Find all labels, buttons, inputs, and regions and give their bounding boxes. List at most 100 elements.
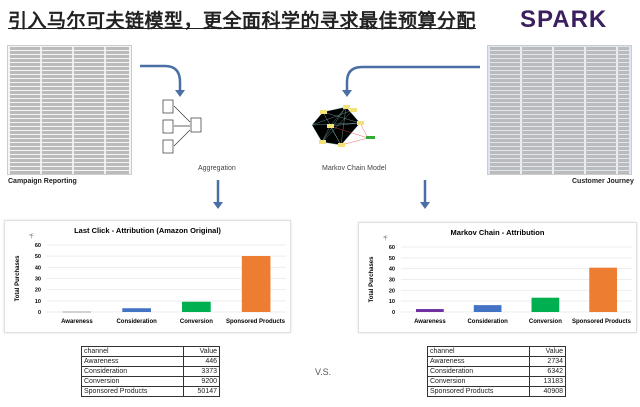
value-cell: 446 (182, 356, 221, 367)
y-tick-label: 30 (35, 277, 41, 283)
value-cell: 40908 (528, 386, 567, 397)
sheet-row (10, 167, 129, 170)
sheet-row (10, 75, 129, 78)
sheet-row (490, 155, 629, 158)
sheet-row (490, 159, 629, 162)
sheet-row (10, 103, 129, 106)
arrow-to-aggregation (140, 64, 182, 90)
x-tick-label: Awareness (414, 319, 446, 325)
y-tick-label: 20 (389, 288, 395, 294)
sheet-row (10, 47, 129, 50)
sheet-row (10, 87, 129, 90)
sheet-row (490, 127, 629, 130)
channel-cell: channel (81, 346, 184, 357)
y-tick-label: 30 (389, 278, 395, 284)
channel-cell: Awareness (427, 356, 530, 367)
y-axis-label: Total Purchases (15, 255, 21, 302)
bar-consideration (122, 308, 151, 312)
sheet-row (10, 155, 129, 158)
chart-title: Markov Chain - Attribution (451, 228, 545, 237)
slide-title: 引入马尔可夫链模型，更全面科学的寻求最佳预算分配 (8, 10, 477, 32)
sheet-row (490, 119, 629, 122)
sheet-row (490, 83, 629, 86)
sheet-row (490, 115, 629, 118)
value-cell: 6342 (528, 366, 567, 377)
value-cell: Value (528, 346, 567, 357)
sheet-row (490, 87, 629, 90)
sheet-row (490, 111, 629, 114)
sheet-row (490, 107, 629, 110)
sheet-row (10, 123, 129, 126)
sheet-row (490, 103, 629, 106)
y-axis-unit: 千 (383, 235, 388, 242)
sheet-row (490, 135, 629, 138)
vs-label: V.S. (315, 367, 332, 377)
value-cell: Value (182, 346, 221, 357)
sheet-row (10, 127, 129, 130)
sheet-row (10, 115, 129, 118)
sheet-row (490, 99, 629, 102)
sheet-row (490, 95, 629, 98)
x-tick-label: Consideration (467, 319, 508, 325)
value-cell: 50147 (182, 386, 221, 397)
customer-journey-thumbnail (487, 45, 632, 175)
chart-title: Last Click - Attribution (Amazon Origina… (74, 226, 221, 235)
sheet-row (10, 71, 129, 74)
sheet-row (490, 75, 629, 78)
y-tick-label: 20 (35, 288, 41, 294)
value-cell: 3373 (182, 366, 221, 377)
sheet-row (10, 119, 129, 122)
channel-cell: Awareness (81, 356, 184, 367)
bar-sponsored-products (241, 256, 271, 312)
value-cell: 13183 (528, 376, 567, 387)
y-tick-label: 60 (389, 245, 395, 251)
markov-network-graph (311, 105, 375, 147)
value-cell: 2734 (528, 356, 567, 367)
sheet-row (490, 143, 629, 146)
x-tick-label: Conversion (180, 319, 213, 325)
bar-sponsored-products (589, 267, 617, 312)
sheet-row (10, 59, 129, 62)
sheet-row (10, 107, 129, 110)
bar-awareness (416, 309, 444, 312)
value-cell: 9200 (182, 376, 221, 387)
sheet-row (10, 51, 129, 54)
channel-cell: Consideration (81, 366, 184, 377)
x-tick-label: Sponsored Products (572, 319, 632, 325)
y-tick-label: 50 (35, 254, 41, 260)
sheet-row (490, 131, 629, 134)
y-tick-label: 10 (35, 299, 41, 305)
sheet-row (10, 111, 129, 114)
sheet-row (490, 55, 629, 58)
spark-logo: SPARK (520, 6, 608, 33)
campaign-report-thumbnail (7, 45, 132, 175)
x-tick-label: Conversion (529, 319, 562, 325)
sheet-row (10, 163, 129, 166)
sheet-row (490, 51, 629, 54)
sheet-row (10, 147, 129, 150)
arrow-to-markov (345, 65, 480, 90)
y-tick-label: 40 (389, 267, 395, 273)
sheet-row (490, 171, 629, 174)
bar-conversion (182, 301, 211, 312)
y-tick-label: 50 (389, 256, 395, 262)
sheet-row (490, 123, 629, 126)
sheet-row (10, 55, 129, 58)
channel-cell: Sponsored Products (427, 386, 530, 397)
sheet-row (10, 63, 129, 66)
customer-journey-caption: Customer Journey (572, 178, 634, 185)
sheet-row (490, 63, 629, 66)
sheet-row (10, 135, 129, 138)
sheet-row (490, 167, 629, 170)
markov-chain-model-label: Markov Chain Model (322, 165, 387, 172)
bar-consideration (473, 305, 502, 312)
bar-conversion (531, 297, 560, 312)
